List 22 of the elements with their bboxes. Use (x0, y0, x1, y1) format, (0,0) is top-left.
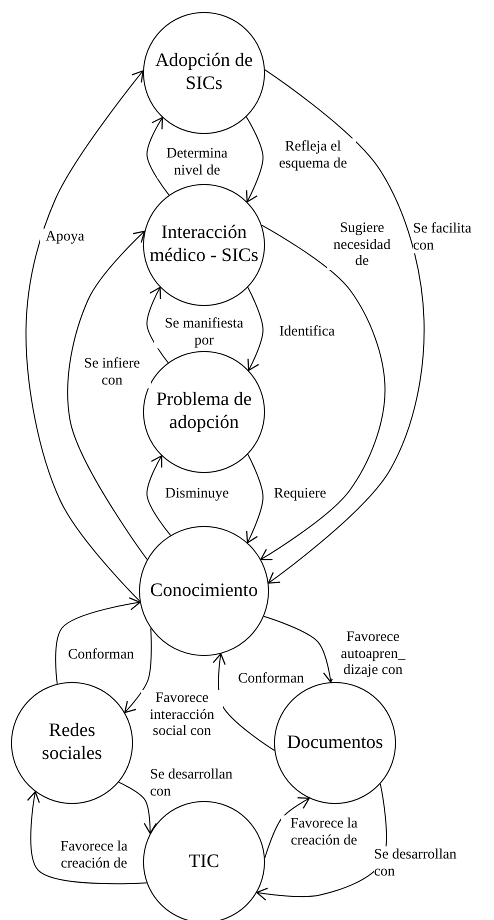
node-label: Redes sociales (40, 720, 104, 766)
node-label: Interacción médico - SICs (149, 222, 259, 268)
arrow (55, 597, 141, 684)
arrow (146, 286, 169, 364)
arrow (247, 286, 264, 371)
arrow (260, 224, 386, 560)
arrow (118, 782, 157, 834)
arrow (246, 116, 264, 202)
arrow (27, 791, 148, 884)
node-label: TIC (188, 850, 220, 874)
arrow (124, 628, 152, 714)
arrow (67, 230, 148, 560)
arrow (264, 797, 310, 858)
node-label: Conocimiento (150, 580, 258, 602)
node-label: Documentos (286, 732, 384, 754)
node-label: Problema de adopción (155, 389, 253, 435)
node-label: Adopción de SICs (154, 50, 254, 96)
arrow (146, 117, 170, 196)
arrow (264, 69, 425, 584)
arrow (146, 455, 172, 536)
arrow (26, 70, 144, 602)
arrow (246, 454, 264, 544)
